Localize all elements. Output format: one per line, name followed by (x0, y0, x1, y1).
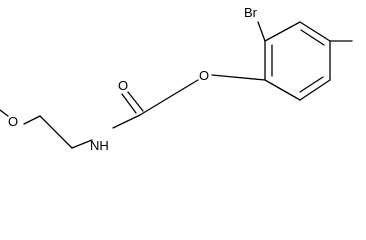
nitrogen-to-ch2-bond (71, 139, 93, 149)
methoxy-oxygen-to-methyl-bond (0, 109, 9, 117)
ch2-to-methoxy-oxygen-bond (23, 115, 41, 125)
carbonyl-oxygen-label: O (118, 78, 128, 93)
ring-bond (264, 21, 301, 42)
carbonyl-to-nitrogen-bond (112, 114, 141, 129)
ring-bond (299, 21, 331, 42)
bromine-label: Br (244, 5, 258, 20)
ring-bond-double-inner (300, 29, 325, 46)
ch2-ch2-bond (39, 115, 73, 149)
ring-to-ether-oxygen-bond (211, 74, 266, 81)
methoxy-oxygen-label: O (8, 114, 18, 129)
ring-to-bromine-bond (257, 21, 266, 42)
ring-bond-double-inner (299, 76, 324, 93)
ring-bond (264, 79, 301, 101)
ch2-to-carbonyl-bond (139, 94, 174, 116)
benzene-ring (264, 21, 331, 101)
carbonyl-double-bond-a (121, 93, 137, 114)
ring-bond (299, 79, 331, 101)
ether-oxygen-to-ch2-bond (172, 79, 199, 96)
amide-nitrogen-label: NH (90, 138, 109, 153)
molecule-diagram: Br O O NH O (0, 5, 353, 153)
carbonyl-double-bond-b (127, 91, 144, 112)
ether-oxygen-label: O (199, 68, 209, 83)
